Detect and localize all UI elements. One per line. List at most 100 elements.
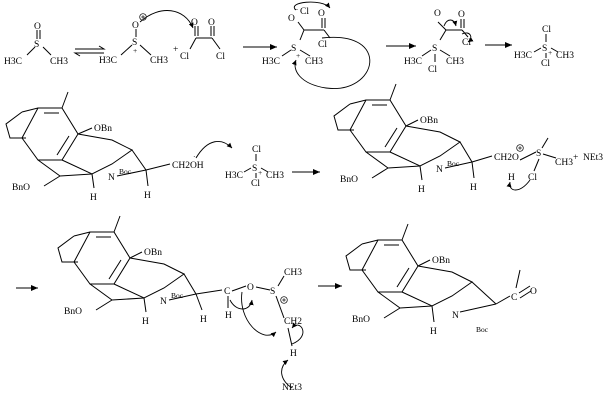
r3-ch2-label: CH2 (284, 317, 302, 327)
r2-h2-label: H (508, 173, 515, 183)
r4-c-label: C (511, 293, 517, 303)
curly-arrow-elimination (241, 291, 277, 338)
r4-obn-label: OBn (432, 256, 450, 266)
ylide-me-right-label: CH3 (150, 56, 168, 66)
r2-h-label: H (418, 185, 425, 195)
r3-h-stereo-label: H (200, 315, 207, 325)
equilibrium-arrow (73, 45, 106, 57)
ylide-s-label: S (132, 38, 137, 48)
ylide-me-left-label: H3C (99, 56, 117, 66)
curly-arrow-carbonyl (229, 299, 254, 310)
r3-h-label: H (142, 317, 149, 327)
adduct-me2-label: CH3 (305, 57, 323, 67)
r1-boc-label: Boc (119, 167, 132, 176)
cleave-me1-label: H3C (404, 57, 422, 67)
r1-ch2oh-label: CH2OH (172, 161, 204, 171)
ylide-o-label: O (132, 21, 139, 31)
r3-obn-label: OBn (144, 248, 162, 258)
r3-h-base-label: H (290, 349, 297, 359)
r2-net3-label: NEt3 (583, 153, 603, 163)
r1-obn-label: OBn (94, 124, 112, 134)
reagent-cl-top-label: Cl (252, 145, 261, 155)
r2-n-label: N (436, 165, 443, 175)
r2-boc-label: Boc (447, 159, 460, 168)
r3-me-label: CH3 (284, 268, 302, 278)
reagent-me-left-label: H3C (225, 171, 243, 181)
cleave-cl-s-label: Cl (428, 65, 437, 75)
dmso-me-right-label: CH3 (50, 57, 68, 67)
plus-sign: + (173, 45, 178, 55)
cleave-o1-label: O (434, 9, 441, 19)
r3-s-label: S (270, 287, 275, 297)
r3-boc-label: Boc (171, 291, 184, 300)
dmso-me-left-label: H3C (4, 57, 22, 67)
curly-arrow-adduct-top (293, 1, 331, 11)
r4-bno-label: BnO (352, 315, 370, 325)
chlorosulfonium-adduct-structure: O − Cl O Cl S + H3C CH3 (262, 5, 331, 67)
cleave-me2-label: CH3 (446, 57, 464, 67)
oxosulfonium-intermediate-structure: O O Cl S Cl H3C CH3 (404, 9, 471, 75)
reagent-me-right-label: CH3 (266, 171, 284, 181)
r1-lone-pair: ·· (193, 152, 198, 161)
reagent-s-label: S (252, 164, 257, 174)
r2-ch2o-label: CH2O (494, 153, 519, 163)
adduct-o-charge: − (294, 5, 298, 14)
curly-arrow-cleave-1 (443, 19, 458, 27)
r2-cl-label: Cl (528, 173, 537, 183)
r2-bno-label: BnO (340, 175, 358, 185)
r4-boc-label: Boc (476, 325, 489, 334)
r4-h-label: H (430, 327, 437, 337)
r3-c-label: C (224, 287, 230, 297)
adduct-me1-label: H3C (262, 57, 280, 67)
r3-n-label: N (160, 297, 167, 307)
adduct-o-minus-label: O (288, 14, 295, 24)
r1-h2-label: H (144, 191, 151, 201)
r3-s-charge (280, 296, 288, 304)
product1-cl-bot-label: Cl (541, 59, 550, 69)
curly-arrow-chloride (506, 179, 531, 191)
adduct-s-label: S (291, 44, 296, 54)
dmso-structure: S O H3C CH3 (4, 22, 68, 67)
product1-me-left-label: H3C (514, 51, 532, 61)
oxalyl-cl2-label: Cl (216, 52, 225, 62)
r2-plus-sign: + (573, 153, 578, 163)
r1-h-label: H (90, 193, 97, 203)
aldehyde-product-structure: OBn BnO H N Boc C O (345, 223, 537, 337)
curly-arrow-base (281, 359, 293, 389)
r2-me-label: CH3 (555, 158, 573, 168)
product1-cl-top-label: Cl (542, 25, 551, 35)
curly-arrow-ch-bond (291, 322, 304, 345)
adduct-cl1-label: Cl (300, 7, 309, 17)
chlorodimethylsulfonium-structure: Cl S + Cl H3C CH3 (514, 25, 574, 69)
dmso-s-label: S (34, 40, 39, 50)
r2-o-charge (516, 144, 524, 152)
curly-arrow-alcohol-attack (195, 141, 233, 159)
alkoxysulfonium-intermediate-structure: OBn BnO H N Boc H CH2O S CH3 Cl H (333, 83, 573, 195)
sulfonium-reagent-structure: Cl S + Cl H3C CH3 (225, 145, 284, 189)
r3-o-label: O (247, 283, 254, 293)
r2-obn-label: OBn (420, 116, 438, 126)
curly-arrow-cleave-2 (461, 32, 474, 43)
cleave-s-label: S (432, 44, 437, 54)
r2-s-label: S (536, 149, 541, 159)
product1-me-right-label: CH3 (556, 51, 574, 61)
oxalyl-chloride-structure: O O Cl Cl (180, 18, 225, 62)
r3-h-ch-label: H (225, 311, 232, 321)
oxalyl-o2-label: O (208, 18, 215, 28)
curly-arrow-ylide (139, 10, 194, 29)
r2-h-stereo-label: H (470, 183, 477, 193)
r4-n-label: N (452, 311, 459, 321)
ylide-s-charge: + (133, 46, 137, 55)
dmso-o-label: O (34, 22, 41, 32)
alcohol-substrate-structure: OBn BnO H N Boc H CH2OH (5, 91, 204, 203)
curly-arrow-adduct-loop (291, 36, 371, 89)
r3-net3-label: NEt3 (282, 383, 302, 393)
product1-s-charge: + (548, 48, 552, 57)
sulfur-ylide-intermediate-structure: OBn BnO H N Boc H C H O S CH3 CH2 H NEt3 (57, 215, 302, 393)
r3-bno-label: BnO (64, 307, 82, 317)
reagent-s-charge: + (258, 168, 262, 177)
cleave-o2-label: O (458, 10, 465, 20)
r1-n-label: N (108, 173, 115, 183)
dmso-ylide-structure: O S + H3C CH3 (99, 13, 168, 66)
